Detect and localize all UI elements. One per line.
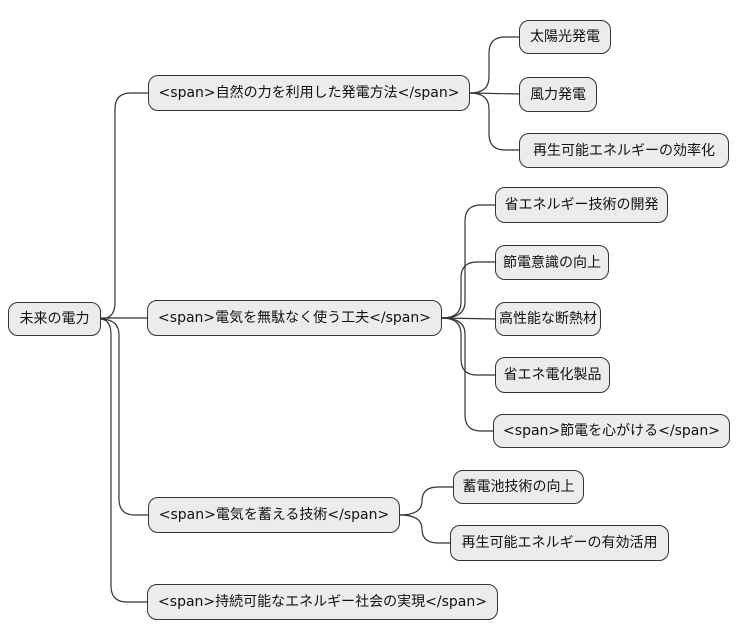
edge-branch-1-to-wind <box>469 92 520 95</box>
node-leaf-battery-tech: 蓄電池技術の向上 <box>453 470 584 504</box>
edge-branch-3-to-battery <box>399 486 453 516</box>
node-branch-natural-generation: <span>自然の力を利用した発電方法</span> <box>148 75 470 111</box>
node-leaf-mindful-saving: <span>節電を心がける</span> <box>493 414 730 448</box>
edge-branch-3-to-utilization <box>399 514 450 544</box>
node-branch-sustainable-society: <span>持続可能なエネルギー社会の実現</span> <box>147 584 498 620</box>
node-leaf-insulation: 高性能な断熱材 <box>495 302 601 336</box>
node-leaf-saving-awareness: 節電意識の向上 <box>495 245 609 280</box>
node-root: 未来の電力 <box>8 302 101 336</box>
node-leaf-renewable-utilization: 再生可能エネルギーの有効活用 <box>450 525 669 561</box>
node-leaf-renewable-efficiency: 再生可能エネルギーの効率化 <box>519 133 729 168</box>
edge-root-to-branch-1 <box>99 92 148 320</box>
node-leaf-efficient-appliances: 省エネ電化製品 <box>495 357 610 393</box>
edge-branch-1-to-solar <box>469 36 519 94</box>
edge-branch-2-to-appliances <box>441 317 495 376</box>
edge-root-to-branch-4 <box>99 318 147 603</box>
edge-branch-2-to-tech-dev <box>441 204 495 319</box>
edge-root-to-branch-3 <box>99 318 148 516</box>
node-branch-efficient-use: <span>電気を無駄なく使う工夫</span> <box>147 300 442 336</box>
node-branch-storage-tech: <span>電気を蓄える技術</span> <box>148 497 400 533</box>
edge-branch-2-to-mindfulness <box>441 317 493 432</box>
node-leaf-solar-power: 太陽光発電 <box>519 20 611 54</box>
node-leaf-energy-saving-tech: 省エネルギー技術の開発 <box>495 187 668 223</box>
edge-branch-2-to-awareness <box>441 261 495 319</box>
node-leaf-wind-power: 風力発電 <box>519 77 597 112</box>
edge-branch-1-to-efficiency <box>469 92 519 151</box>
